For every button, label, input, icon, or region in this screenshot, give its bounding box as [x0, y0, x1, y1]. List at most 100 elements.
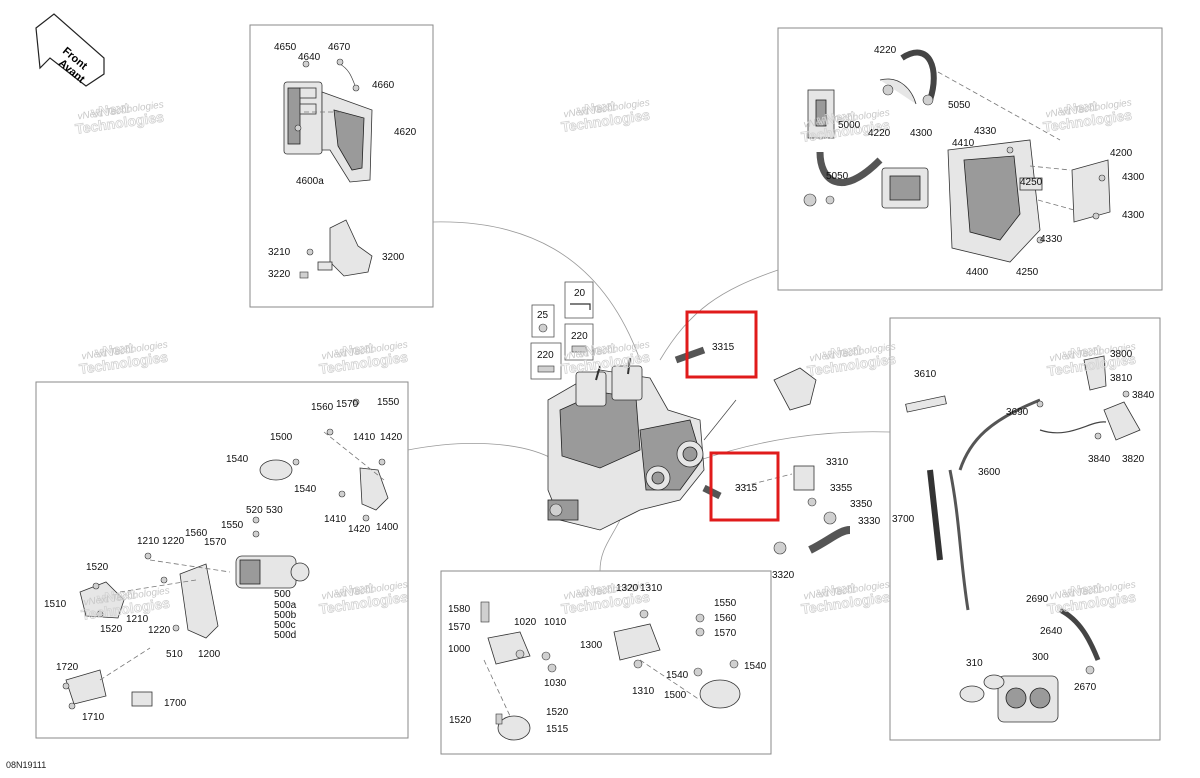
part-label: 4250 — [1016, 267, 1039, 278]
part-label: 4660 — [372, 80, 395, 91]
part-label: 1540 — [666, 670, 689, 681]
svg-text:vNext: vNext — [822, 341, 862, 362]
part-label: 4400 — [966, 267, 989, 278]
part-label: 1700 — [164, 698, 187, 709]
part-label: 1710 — [82, 712, 105, 723]
part-label: 1000 — [448, 644, 471, 655]
watermarks: vNext Technologies vNext Technologies vN… — [74, 97, 1138, 623]
svg-text:vNext: vNext — [334, 339, 374, 360]
part-label: 1550 — [377, 397, 400, 408]
part-label: 4300 — [1122, 210, 1145, 221]
part-label: 1010 — [544, 617, 567, 628]
watermark: vNext Technologies vNext Technologies — [74, 99, 166, 137]
small-parts-boxes — [530, 281, 594, 380]
part-label: 510 — [166, 649, 183, 660]
watermark: vNext Technologies vNext Technologies — [560, 97, 652, 135]
part-label: 1540 — [744, 661, 767, 672]
part-label: 1400 — [376, 522, 399, 533]
part-label: 3840 — [1088, 454, 1111, 465]
part-label: 3820 — [1122, 454, 1145, 465]
part-label: 1515 — [546, 724, 569, 735]
part-label: 4200 — [1110, 148, 1133, 159]
part-label: 3210 — [268, 247, 291, 258]
part-label: 1310 — [640, 583, 663, 594]
part-label: 1200 — [198, 649, 221, 660]
part-label: 1310 — [632, 686, 655, 697]
part-label: 1520 — [449, 715, 472, 726]
highlight-box-3315-upper — [685, 310, 758, 379]
part-label: 1420 — [380, 432, 403, 443]
part-label: 3840 — [1132, 390, 1155, 401]
svg-text:vNext: vNext — [576, 97, 616, 118]
part-label: 1520 — [86, 562, 109, 573]
part-label: 530 — [266, 505, 283, 516]
part-label: 1210 — [137, 536, 160, 547]
part-label: 3600 — [978, 467, 1001, 478]
svg-text:vNext: vNext — [1058, 97, 1098, 118]
part-label: 4330 — [974, 126, 997, 137]
svg-text:vNext: vNext — [1062, 341, 1102, 362]
part-label: 3350 — [850, 499, 873, 510]
starter-panel-labels: 1560 1570 1550 1500 1410 1420 1540 1540 … — [44, 397, 403, 723]
part-label: 5050 — [826, 171, 849, 182]
part-label: 4250 — [1020, 177, 1043, 188]
engine-drawing — [547, 346, 737, 531]
part-label: 2670 — [1074, 682, 1097, 693]
starter-components-drawing — [62, 398, 389, 710]
part-label: 4640 — [298, 52, 321, 63]
part-label: 1410 — [353, 432, 376, 443]
part-label: 300 — [1032, 652, 1049, 663]
svg-text:vNext: vNext — [576, 579, 616, 600]
part-label: 310 — [966, 658, 983, 669]
part-label: 1720 — [56, 662, 79, 673]
part-label: 25 — [537, 310, 549, 321]
part-label: 5000 — [838, 120, 861, 131]
part-label: 1540 — [294, 484, 317, 495]
part-label: 3810 — [1110, 373, 1133, 384]
part-label: 1500 — [270, 432, 293, 443]
part-label: 4300 — [910, 128, 933, 139]
part-label: 500a — [274, 600, 297, 611]
part-label: 1560 — [311, 402, 334, 413]
part-label: 1570 — [448, 622, 471, 633]
part-label: 1210 — [126, 614, 149, 625]
part-label: 520 — [246, 505, 263, 516]
part-label: 1560 — [714, 613, 737, 624]
part-label: 500 — [274, 589, 291, 600]
ecm-module-drawing — [283, 58, 373, 279]
part-label: 1540 — [226, 454, 249, 465]
watermark: vNext Technologies vNext Technologies — [1046, 341, 1138, 379]
svg-text:vNext: vNext — [334, 579, 374, 600]
part-label: 1570 — [336, 399, 359, 410]
part-label: 1420 — [348, 524, 371, 535]
svg-text:vNext: vNext — [816, 579, 856, 600]
part-label: 3320 — [772, 570, 795, 581]
part-label: 4650 — [274, 42, 297, 53]
throttle-components-drawing — [905, 355, 1141, 723]
part-label: 3315 — [735, 483, 758, 494]
engine-area-labels: 25 20 220 220 3315 3310 3315 3355 3350 3… — [537, 288, 881, 581]
part-label: 4410 — [952, 138, 975, 149]
part-label: 3310 — [826, 457, 849, 468]
part-label: 1580 — [448, 604, 471, 615]
part-label: 500c — [274, 620, 296, 631]
part-label: 3800 — [1110, 349, 1133, 360]
svg-text:vNext: vNext — [90, 99, 130, 120]
part-label: 500b — [274, 610, 297, 621]
figure-code: 08N19111 — [6, 760, 46, 770]
part-label: 4220 — [874, 45, 897, 56]
cooling-hose-parts — [735, 367, 851, 555]
part-label: 1030 — [544, 678, 567, 689]
part-label: 1320 — [616, 583, 639, 594]
throttle-panel-labels: 3610 3690 3800 3810 3840 3840 3820 3600 … — [892, 349, 1155, 693]
part-label: 1520 — [546, 707, 569, 718]
part-label: 1410 — [324, 514, 347, 525]
part-label: 3700 — [892, 514, 915, 525]
ecm-panel-labels: 4650 4640 4670 4660 4620 4600a 3210 3200… — [268, 42, 417, 280]
ignition-panel-labels: 4220 5050 5000 4220 4300 5050 4330 4410 … — [826, 45, 1145, 278]
part-label: 3220 — [268, 269, 291, 280]
part-label: 2690 — [1026, 594, 1049, 605]
front-direction-arrow: Front Avant — [35, 13, 105, 87]
ignition-components-drawing — [803, 49, 1111, 263]
watermark: vNext Technologies vNext Technologies — [318, 339, 410, 377]
